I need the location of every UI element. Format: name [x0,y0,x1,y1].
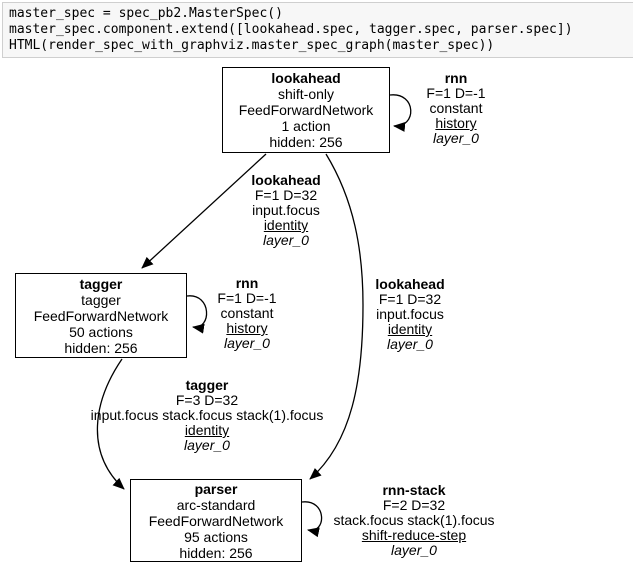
code-line: master_spec = spec_pb2.MasterSpec() [9,6,283,21]
edge-lookahead-to-tagger [141,153,267,269]
spec-graph: lookahead shift-only FeedForwardNetwork … [0,58,633,578]
edge-label-rnn-tagger: rnn F=1 D=-1 constant history layer_0 [187,276,307,351]
edge-label-link: identity [263,217,309,233]
edge-label-line: F=1 D=32 [378,291,442,307]
edge-label-line: F=2 D=32 [382,497,446,513]
edge-label-link: history [226,320,268,336]
edge-label-line: F=1 D=-1 [217,290,277,306]
edge-label-link: identity [184,422,230,438]
code-cell[interactable]: master_spec = spec_pb2.MasterSpec()maste… [2,2,633,58]
edge-label-line: F=3 D=32 [175,392,239,408]
node-lookahead: lookahead shift-only FeedForwardNetwork … [222,67,390,153]
node-line: 1 action [281,118,331,134]
edge-label-layer: layer_0 [387,336,433,352]
edge-label-title: rnn [444,70,468,86]
node-line: hidden: 256 [269,134,343,150]
edge-label-link: shift-reduce-step [361,527,467,543]
edge-label-line: input.focus [252,202,320,218]
node-title: tagger [79,275,123,292]
edge-label-link: identity [387,321,433,337]
code-line: HTML(render_spec_with_graphviz.master_sp… [9,38,495,53]
node-parser: parser arc-standard FeedForwardNetwork 9… [130,479,302,562]
node-line: hidden: 256 [179,544,253,561]
edge-label-link: history [435,115,477,131]
node-line: FeedForwardNetwork [238,102,374,118]
node-line: FeedForwardNetwork [148,512,284,529]
spec-graph-edges [96,94,412,538]
edge-tagger-self-loop [186,295,208,334]
edge-label-title: lookahead [375,276,445,292]
node-line: FeedForwardNetwork [33,307,169,324]
node-title: parser [194,480,238,497]
edge-label-title: rnn [235,275,259,291]
node-line: 95 actions [184,528,248,545]
edge-label-line: input.focus stack.focus stack(1).focus [90,407,324,423]
edge-lookahead-self-loop [389,94,412,132]
edge-lookahead-to-parser [309,153,364,480]
edge-label-tagger-to-parser: tagger F=3 D=32 input.focus stack.focus … [77,378,337,453]
node-title: lookahead [271,70,341,86]
node-line: hidden: 256 [64,339,138,356]
edge-label-layer: layer_0 [433,130,479,146]
node-line: 50 actions [69,323,133,340]
edge-tagger-to-parser [96,358,125,490]
edge-label-layer: layer_0 [263,232,309,248]
code-line: master_spec.component.extend([lookahead.… [9,22,573,37]
node-tagger: tagger tagger FeedForwardNetwork 50 acti… [15,273,187,358]
edge-label-line: stack.focus stack(1).focus [333,512,495,528]
edge-label-title: tagger [185,377,229,393]
edge-label-layer: layer_0 [391,542,437,558]
edge-label-line: input.focus [376,306,444,322]
edge-parser-self-loop [301,501,323,538]
edge-label-line: F=1 D=32 [254,187,318,203]
node-line: arc-standard [176,496,256,513]
edge-label-line: F=1 D=-1 [426,85,486,101]
edge-label-lookahead-to-tagger: lookahead F=1 D=32 input.focus identity … [206,173,366,248]
node-line: tagger [81,291,121,308]
edge-label-line: constant [429,100,483,116]
edge-label-layer: layer_0 [224,335,270,351]
edge-label-line: constant [220,305,274,321]
edge-label-layer: layer_0 [184,437,230,453]
edge-label-rnn-stack-parser: rnn-stack F=2 D=32 stack.focus stack(1).… [314,483,514,558]
edge-label-rnn-lookahead: rnn F=1 D=-1 constant history layer_0 [396,71,516,146]
edge-label-lookahead-to-parser: lookahead F=1 D=32 input.focus identity … [330,277,490,352]
edge-label-title: rnn-stack [382,482,446,498]
edge-label-title: lookahead [251,172,321,188]
node-line: shift-only [277,86,335,102]
